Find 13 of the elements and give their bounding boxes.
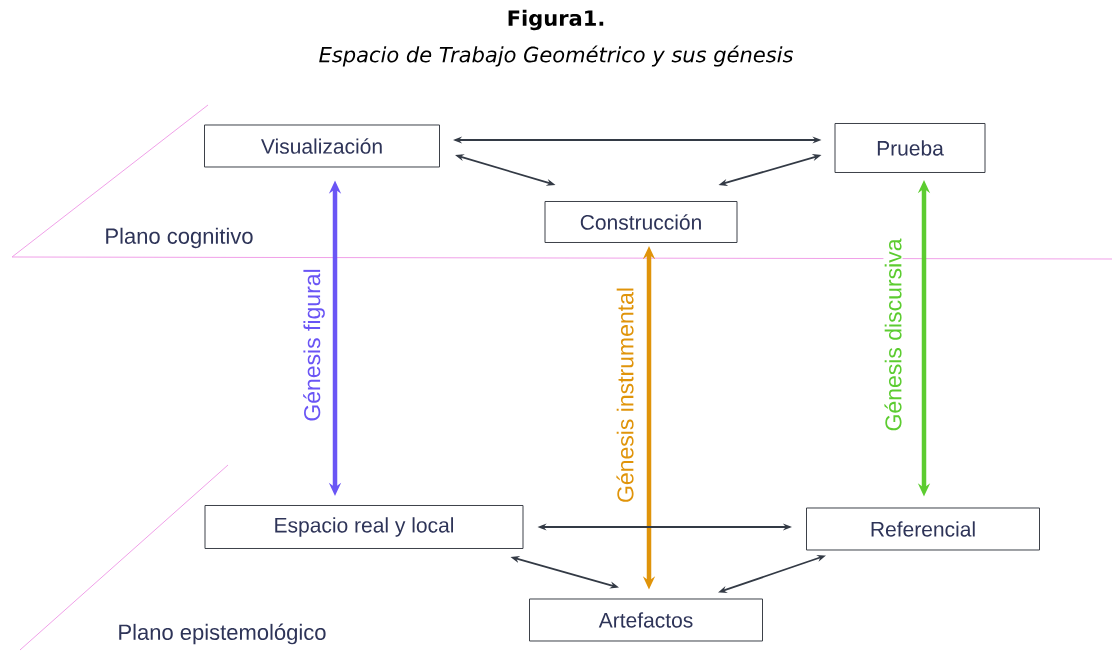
concept-box: Prueba <box>834 123 986 173</box>
plane-label: Plano cognitivo <box>106 227 253 249</box>
figure-caption: Espacio de Trabajo Geométrico y sus génesis <box>319 45 794 67</box>
concept-box: Visualización <box>204 124 440 168</box>
plane-label: Plano epistemológico <box>119 623 326 645</box>
figure-title: Figura1. <box>508 9 604 31</box>
edge-label: Génesis instrumental <box>615 285 635 504</box>
concept-box: Construcción <box>544 201 738 243</box>
concept-box: Artefactos <box>529 598 763 642</box>
edge-label: Génesis discursiva <box>883 237 903 433</box>
concept-box: Referencial <box>806 507 1040 551</box>
concept-box: Espacio real y local <box>204 505 524 549</box>
edge-label: Génesis figural <box>302 267 326 423</box>
